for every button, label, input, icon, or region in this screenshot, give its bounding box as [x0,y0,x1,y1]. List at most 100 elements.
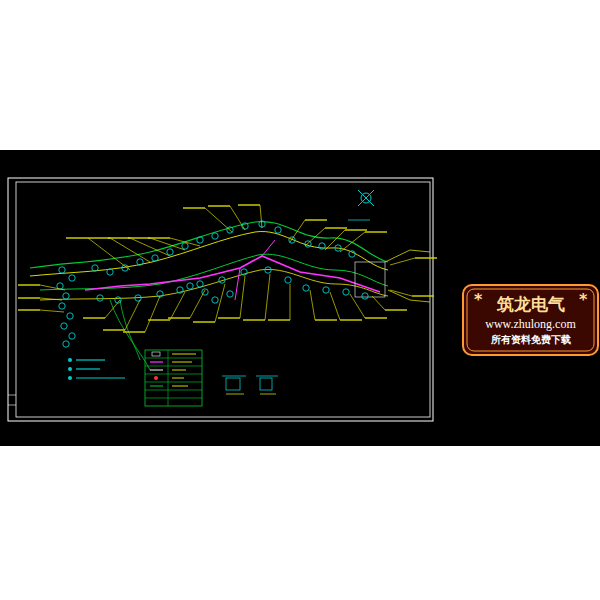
leader-lines [18,205,437,332]
leader-line [260,205,262,228]
tree-symbol [303,285,309,291]
tag-bar [218,317,240,318]
leader-line [215,284,225,322]
leader-line [190,290,205,318]
tag-bar [243,319,265,320]
tree-symbol [59,267,65,273]
inner-frame [16,182,430,417]
leader-line [290,220,305,242]
tag-bar [340,319,362,320]
tree-symbol [137,259,143,265]
leader-line [88,238,130,270]
leader-line [150,238,185,250]
tree-symbol [212,233,218,239]
tag-bar [412,295,434,296]
leader-line [340,232,365,252]
tag-bar [305,219,327,220]
tree-symbol [219,277,225,283]
tree-symbol [212,297,218,303]
leader-line [110,238,150,262]
tag-bar [168,317,190,318]
tree-symbol [59,303,65,309]
tag-bar [193,321,215,322]
tree-symbol [275,227,281,233]
road-edge [30,232,388,276]
tree-symbol [362,293,368,299]
tree-symbol [187,283,193,289]
tag-bar [128,237,150,238]
tree-symbol [92,265,98,271]
tree-symbol [349,251,355,257]
leader-line [325,230,345,250]
tree-symbol [241,269,247,275]
sheet-frame [8,178,433,421]
tree-symbol [289,237,295,243]
tree-symbol [167,249,173,255]
tag-bar [365,317,387,318]
tree-symbol [265,267,271,273]
tag-bar [183,207,205,208]
cable-route [85,256,380,292]
tag-bar [148,237,170,238]
notes [68,358,125,380]
tree-symbol [197,237,203,243]
leader-line [290,284,291,320]
tag-bar [268,319,290,320]
leader-line [40,310,64,312]
tree-symbol [305,241,311,247]
tree-symbol [63,341,69,347]
tag-bar [88,237,110,238]
brand-title: 筑龙电气 [497,294,565,315]
website-url: www.zhulong.com [485,317,576,332]
tree-symbol [152,255,158,261]
leader-line [145,296,160,332]
tree-symbol [319,243,325,249]
cable-branch [235,240,275,300]
tag-bar [108,237,130,238]
leader-line [350,294,365,318]
star-mark: * [579,290,587,309]
star-mark: * [474,290,482,309]
tree-symbol [323,287,329,293]
tree-symbol [107,269,113,275]
tag-bar [325,227,347,228]
leader-line [40,298,62,300]
tag-bar [365,231,387,232]
tree-symbol [335,245,341,251]
north-arrow [348,190,374,220]
tag-bar [315,319,337,320]
road-edge [40,254,388,290]
tag-bar [208,205,230,206]
tag-bar [123,331,145,332]
leader-line [230,206,245,230]
tag-bar [415,257,437,258]
tree-symbol [61,323,67,329]
tree-symbol [69,333,75,339]
tree-symbols [57,221,368,347]
watermark-frame [467,289,594,351]
leader-line [390,290,412,296]
tag-bar [385,309,407,310]
tag-bar [18,297,40,298]
leader-line [125,300,140,330]
tree-symbol [63,293,69,299]
tag-bar [18,284,40,285]
leader-line [330,292,340,320]
tag-bar [18,309,40,310]
tag-bar [66,237,88,238]
tag-bar [83,317,105,318]
tree-symbol [227,291,233,297]
tree-symbol [285,277,291,283]
leader-line [372,296,385,310]
watermark-frame [463,285,598,355]
tag-bar [238,204,260,205]
leader-line [305,228,325,246]
tree-symbol [67,313,73,319]
leader-line [170,292,185,320]
tag-bar [103,329,125,330]
tree-symbol [182,243,188,249]
leader-line [40,285,65,290]
tree-symbol [343,289,349,295]
tag-bar [345,229,367,230]
drawing-ground [0,150,600,446]
